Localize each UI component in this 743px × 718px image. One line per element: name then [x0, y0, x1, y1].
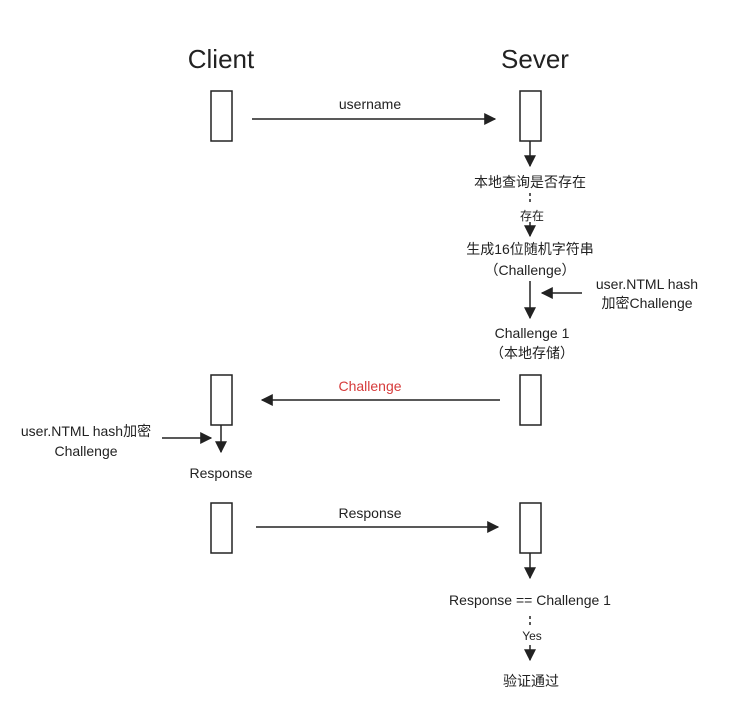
server-hash-note-line2: 加密Challenge	[601, 295, 693, 311]
yes-label: Yes	[522, 629, 542, 643]
client-activation-1	[210, 90, 233, 142]
passed-label: 验证通过	[503, 673, 559, 689]
server-header: Sever	[501, 44, 569, 74]
client-activation-3	[210, 502, 233, 554]
lookup-label: 本地查询是否存在	[474, 174, 586, 190]
compare-label: Response == Challenge 1	[449, 592, 611, 608]
server-activation-1	[519, 90, 542, 142]
client-response-label: Response	[189, 465, 253, 481]
client-hash-note-line2: Challenge	[54, 443, 118, 459]
challenge-label: Challenge	[338, 378, 402, 394]
client-hash-note-line1: user.NTML hash加密	[20, 423, 152, 439]
client-activation-2	[210, 374, 233, 426]
server-hash-note-line1: user.NTML hash	[595, 276, 699, 292]
client-header: Client	[187, 44, 255, 74]
generate-label-line1: 生成16位随机字符串	[466, 241, 594, 257]
generate-label-line2: （Challenge）	[484, 262, 576, 278]
username-label: username	[338, 96, 402, 112]
server-activation-3	[519, 502, 542, 554]
challenge1-label-line2: （本地存储）	[490, 345, 574, 361]
client-hash-note: user.NTML hash加密 Challenge	[10, 421, 162, 461]
challenge1-label-line1: Challenge 1	[494, 325, 570, 341]
exists-label: 存在	[519, 209, 545, 223]
response-message-label: Response	[338, 505, 402, 521]
server-activation-2	[519, 374, 542, 426]
